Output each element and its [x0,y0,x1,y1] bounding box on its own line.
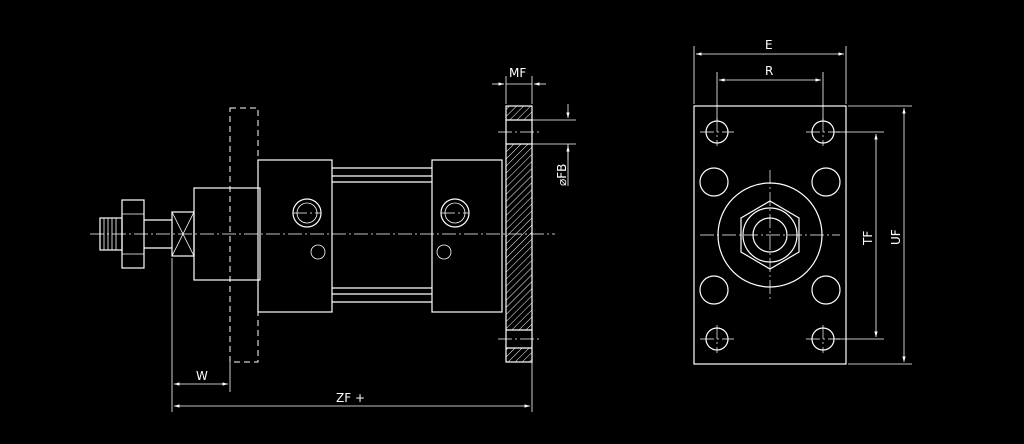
port-rear [436,198,470,260]
rear-end-cap [431,159,503,313]
label-zf: ZF + [336,391,365,405]
barrel-tie-rods [332,167,432,303]
label-w: W [196,369,208,383]
dim-mf: MF [492,66,546,104]
rod-thread [99,217,123,251]
dim-r: R [716,64,824,120]
rod-boss [717,182,823,288]
tie-rod-hole [699,167,729,197]
tie-rod-hole [811,275,841,305]
front-flange-dashed [229,107,259,363]
bolt-holes [699,120,841,351]
dim-w: W [171,258,231,412]
label-tf: TF [861,231,875,246]
tie-rod-hole [811,167,841,197]
label-fb: ⌀FB [555,164,569,186]
dim-fb: ⌀FB [532,104,576,186]
dim-zf: ZF + [174,362,533,412]
label-r: R [765,64,773,78]
dim-e: E [693,38,847,104]
rear-flange [498,105,540,363]
front-end-cap [257,159,333,313]
front-head [193,187,261,281]
label-e: E [765,38,773,52]
label-uf: UF [889,229,903,245]
rod-nut [121,199,172,269]
side-view [90,105,555,363]
hex-nut [740,200,800,270]
front-view [693,105,847,365]
dim-tf: TF [836,131,884,340]
label-mf: MF [509,66,526,80]
dim-uf: UF [848,105,912,365]
front-center-lines [700,118,840,353]
tie-rod-hole [699,275,729,305]
flange-plate [693,105,847,365]
port-front [292,198,326,260]
